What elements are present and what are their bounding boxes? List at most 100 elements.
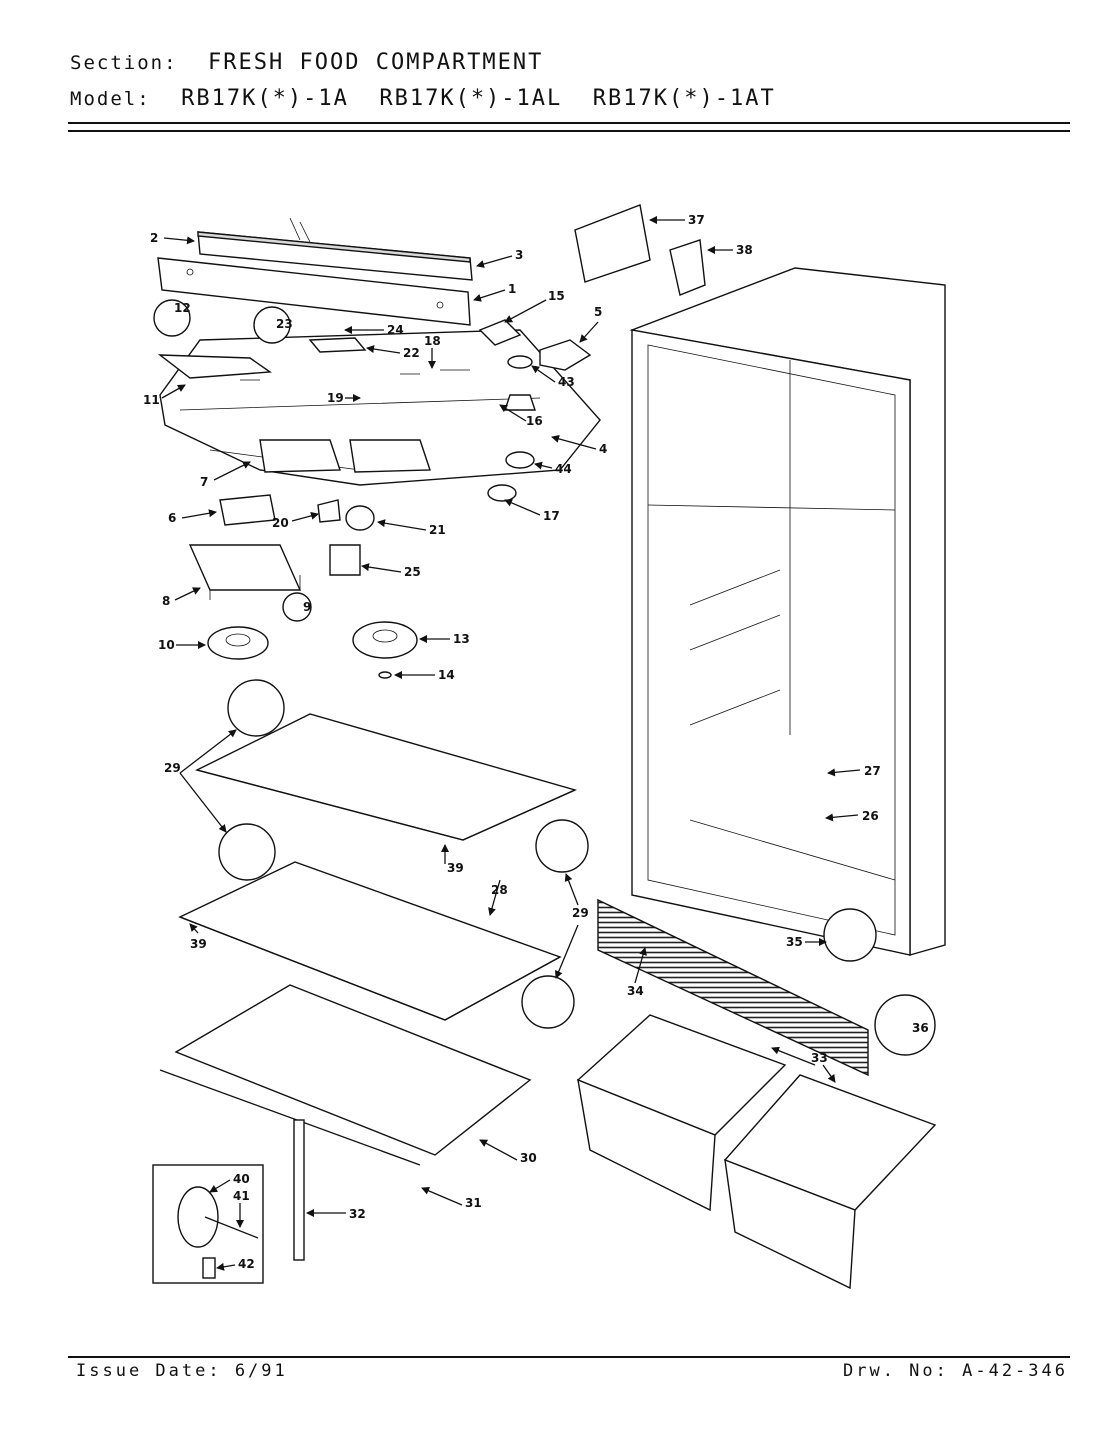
svg-text:5: 5 <box>594 305 602 319</box>
callout-1: 1 <box>473 282 516 302</box>
svg-text:8: 8 <box>162 594 170 608</box>
top-hinge-parts <box>574 204 706 296</box>
defrost-timer-part <box>539 339 592 371</box>
callout-21: 21 <box>377 519 446 537</box>
svg-text:14: 14 <box>438 668 455 682</box>
svg-text:28: 28 <box>491 883 508 897</box>
callout-14: 14 <box>394 668 455 682</box>
svg-text:29: 29 <box>164 761 181 775</box>
callout-9: 9 <box>303 600 311 614</box>
hinge-bubbles <box>823 908 936 1056</box>
svg-text:34: 34 <box>627 984 644 998</box>
svg-text:18: 18 <box>424 334 441 348</box>
part-callouts: 1 2 3 4 5 6 7 8 9 10 11 12 13 14 15 16 1… <box>143 213 929 1271</box>
svg-text:39: 39 <box>190 937 207 951</box>
callout-2: 2 <box>150 231 195 245</box>
svg-text:16: 16 <box>526 414 543 428</box>
callout-4: 4 <box>551 434 607 456</box>
svg-text:40: 40 <box>233 1172 250 1186</box>
callout-6: 6 <box>168 509 217 525</box>
svg-text:10: 10 <box>158 638 175 652</box>
callout-15: 15 <box>504 289 565 323</box>
svg-text:31: 31 <box>465 1196 482 1210</box>
callout-29b: 29 <box>554 873 589 979</box>
callout-18: 18 <box>424 334 441 369</box>
control-knobs <box>207 621 418 679</box>
front-grille <box>597 898 869 1077</box>
callout-35: 35 <box>786 935 827 949</box>
callout-39b: 39 <box>189 923 207 951</box>
light-shield <box>157 257 471 326</box>
relay <box>329 544 361 576</box>
svg-text:4: 4 <box>599 442 607 456</box>
callout-12: 12 <box>174 301 191 315</box>
callout-39a: 39 <box>441 844 464 875</box>
svg-text:37: 37 <box>688 213 705 227</box>
svg-text:1: 1 <box>508 282 516 296</box>
footer-rule <box>68 1356 1070 1358</box>
svg-text:29: 29 <box>572 906 589 920</box>
section-label: Section: <box>70 52 178 74</box>
lower-glass-shelf <box>159 984 532 1166</box>
top-trim-bar <box>197 217 473 281</box>
svg-text:38: 38 <box>736 243 753 257</box>
knob-shaft <box>487 355 536 502</box>
callout-43: 43 <box>531 365 575 389</box>
crisper-drawers <box>576 1014 937 1290</box>
model-label: Model: <box>70 88 151 110</box>
section-heading: Section: FRESH FOOD COMPARTMENT <box>70 50 543 75</box>
callout-11: 11 <box>143 384 186 407</box>
roller-detail-box <box>152 1164 264 1284</box>
svg-text:15: 15 <box>548 289 565 303</box>
cabinet-liner <box>629 267 946 956</box>
callout-10: 10 <box>158 638 206 652</box>
svg-text:11: 11 <box>143 393 160 407</box>
svg-text:12: 12 <box>174 301 191 315</box>
callout-32: 32 <box>306 1207 366 1221</box>
callout-29a: 29 <box>164 729 237 833</box>
mounting-bracket <box>188 544 302 600</box>
svg-text:35: 35 <box>786 935 803 949</box>
light-switch <box>478 319 522 346</box>
callout-36: 36 <box>912 1021 929 1035</box>
thermostat <box>219 494 276 526</box>
model-heading: Model: RB17K(*)-1A RB17K(*)-1AL RB17K(*)… <box>70 86 776 111</box>
svg-text:3: 3 <box>515 248 523 262</box>
svg-text:19: 19 <box>327 391 344 405</box>
svg-text:42: 42 <box>238 1257 255 1271</box>
svg-text:17: 17 <box>543 509 560 523</box>
detail-bubbles <box>153 299 367 622</box>
callout-38: 38 <box>707 243 753 257</box>
svg-text:13: 13 <box>453 632 470 646</box>
svg-text:44: 44 <box>555 462 572 476</box>
callout-28: 28 <box>488 879 508 916</box>
callout-8: 8 <box>162 587 201 608</box>
callout-27: 27 <box>827 764 881 778</box>
svg-text:33: 33 <box>811 1051 828 1065</box>
callout-16: 16 <box>499 404 543 428</box>
section-value: FRESH FOOD COMPARTMENT <box>208 50 544 75</box>
callout-3: 3 <box>476 248 523 268</box>
callout-26: 26 <box>825 809 879 823</box>
callout-25: 25 <box>361 563 421 579</box>
callout-34: 34 <box>627 947 647 998</box>
callout-23: 23 <box>276 317 293 331</box>
lamp-socket-and-bulb <box>317 499 375 531</box>
issue-date: Issue Date: 6/91 <box>76 1361 288 1381</box>
svg-text:27: 27 <box>864 764 881 778</box>
callout-20: 20 <box>272 511 319 530</box>
callout-40: 40 <box>209 1172 250 1193</box>
callout-7: 7 <box>200 461 251 489</box>
svg-text:30: 30 <box>520 1151 537 1165</box>
svg-text:9: 9 <box>303 600 311 614</box>
svg-text:39: 39 <box>447 861 464 875</box>
svg-text:7: 7 <box>200 475 208 489</box>
leveling-leg <box>293 1119 305 1261</box>
callout-24: 24 <box>344 323 404 337</box>
svg-text:26: 26 <box>862 809 879 823</box>
callout-17: 17 <box>504 499 560 523</box>
svg-text:25: 25 <box>404 565 421 579</box>
callout-44: 44 <box>534 461 572 476</box>
upper-wire-shelf <box>195 713 578 841</box>
header-rule-top <box>68 122 1070 124</box>
